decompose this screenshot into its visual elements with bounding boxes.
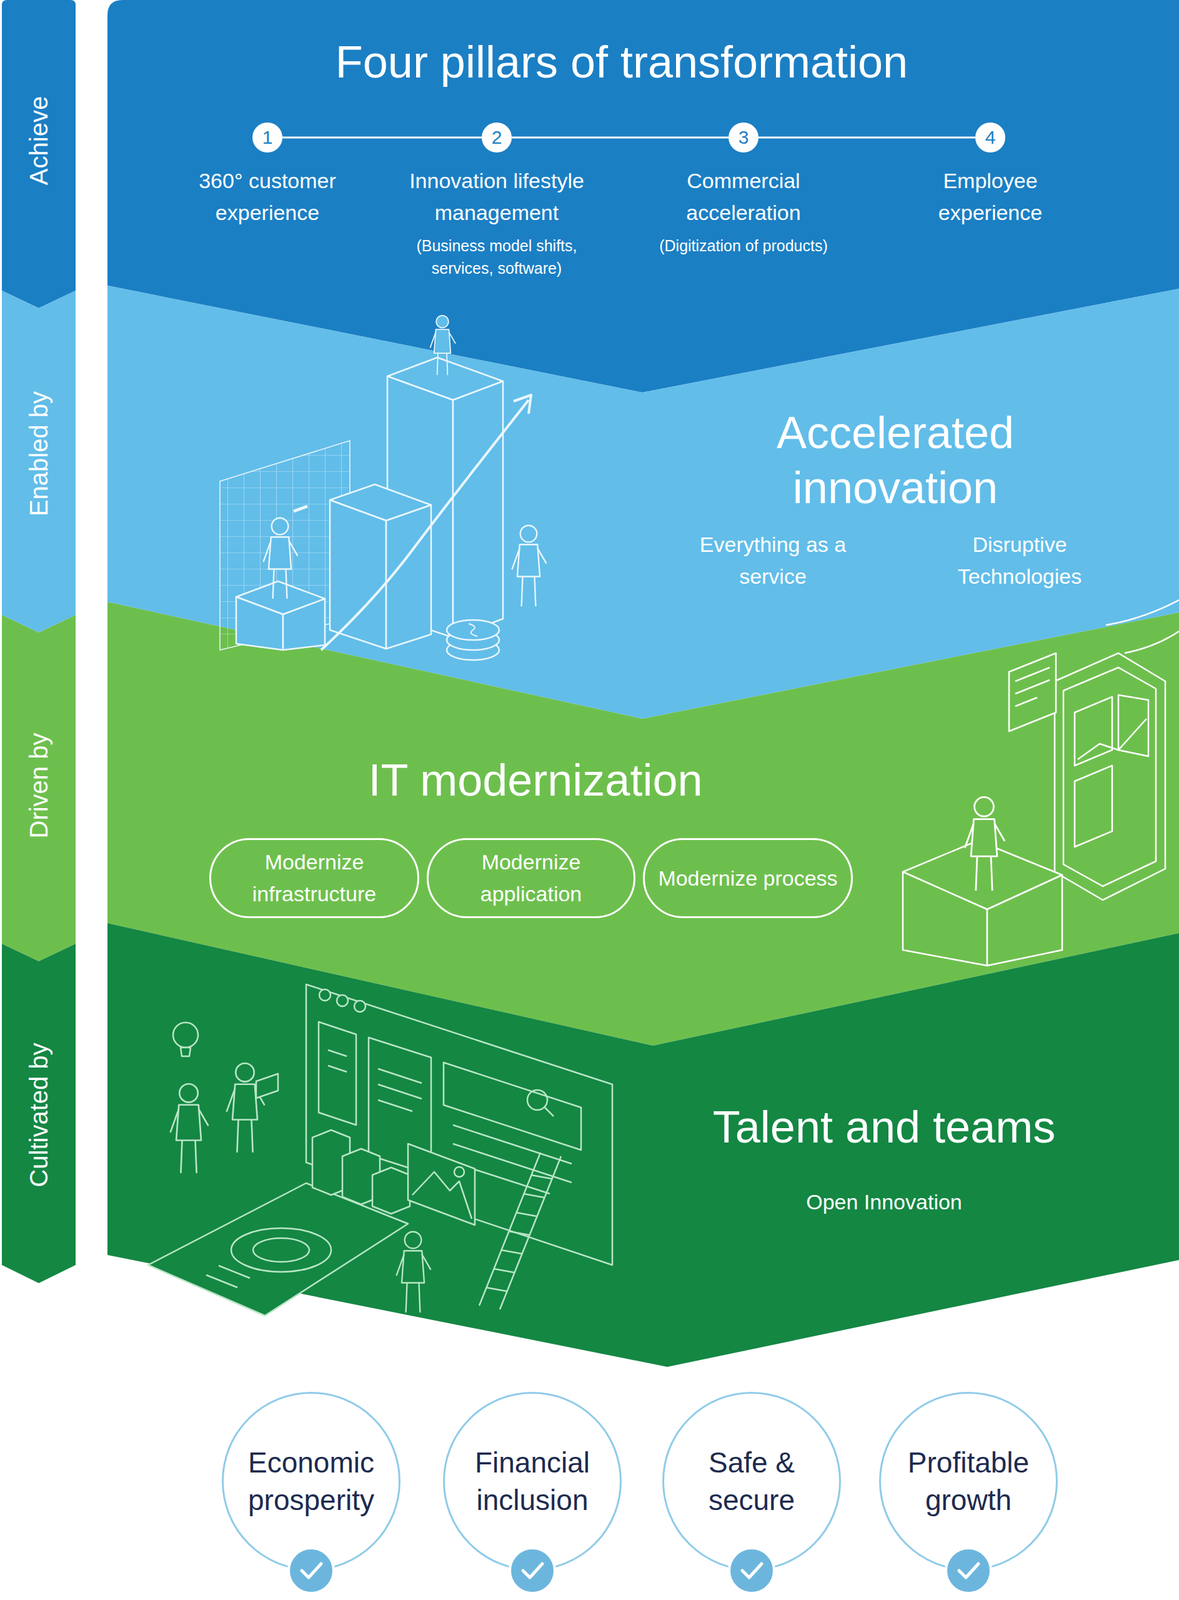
pillar-number: 3 [738, 126, 750, 149]
outcome-label: Financial inclusion [454, 1443, 611, 1519]
outcome-label: Safe & secure [673, 1443, 830, 1519]
check-badges [288, 1547, 991, 1593]
pillar-note: (Business model shifts, services, softwa… [384, 234, 610, 280]
band-heading: Accelerated innovation [676, 404, 1115, 515]
device-illustration [902, 599, 1179, 966]
band-fill [1, 0, 76, 309]
pillar-number: 4 [985, 126, 996, 149]
band-fill [1, 943, 76, 1283]
outcome-label: Economic prosperity [233, 1443, 390, 1519]
stage-label: Enabled by [23, 391, 54, 517]
band-shape [107, 601, 1179, 1046]
pillar-label: Innovation lifestyle management [384, 164, 610, 229]
pillar-number: 2 [491, 126, 503, 149]
modernize-pill: Modernize application [426, 837, 636, 918]
stage-ribbon: Enabled by [1, 290, 76, 633]
band-subtext: Everything as a service [679, 528, 867, 593]
outcome-circle: Financial inclusion [442, 1391, 622, 1571]
pillar-label: Commercial acceleration [649, 164, 838, 229]
modernize-pill: Modernize infrastructure [209, 837, 420, 918]
band-fill [1, 614, 76, 961]
pillar-marker: 4Employee experience [975, 122, 1006, 153]
pillar-marker: 2Innovation lifestyle management(Busines… [481, 122, 512, 153]
band-heading: IT modernization [223, 752, 848, 808]
modernize-pill: Modernize process [642, 837, 853, 918]
band-fill [1, 290, 76, 633]
outcome-label: Profitable growth [890, 1443, 1047, 1519]
layer-band: Four pillars of transformation1360° cust… [107, 0, 1179, 393]
pillar-marker: 3Commercial acceleration(Digitization of… [728, 122, 759, 153]
outcome-circle: Economic prosperity [221, 1391, 401, 1571]
pill-label: Modernize application [428, 845, 634, 910]
pillar-marker: 1360° customer experience [252, 122, 283, 153]
band-heading: Talent and teams [571, 1099, 1179, 1155]
pillar-note: (Digitization of products) [606, 234, 881, 257]
band-subtext: Disruptive Technologies [925, 528, 1114, 593]
stage-label: Cultivated by [23, 1042, 54, 1187]
pill-label: Modernize process [645, 862, 850, 895]
growth-illustration [219, 315, 547, 660]
band-shape [107, 285, 1179, 719]
pill-label: Modernize infrastructure [211, 845, 418, 910]
band-subtext: Open Innovation [727, 1185, 1041, 1218]
stage-label: Achieve [23, 96, 54, 185]
stage-label: Driven by [23, 732, 54, 839]
layer-band: IT modernizationModernize infrastructure… [107, 601, 1179, 1046]
outcome-circle: Safe & secure [662, 1391, 841, 1571]
layer-band: Talent and teamsOpen Innovation [107, 922, 1179, 1367]
stage-ribbon: Driven by [1, 614, 76, 961]
pillar-number: 1 [262, 126, 274, 149]
band-heading: Four pillars of transformation [215, 34, 1028, 90]
outcome-circle: Profitable growth [879, 1391, 1058, 1571]
pillar-label: Employee experience [902, 164, 1078, 229]
stage-ribbon: Cultivated by [1, 943, 76, 1283]
layer-band: Accelerated innovationEverything as a se… [107, 285, 1179, 719]
pillar-label: 360° customer experience [173, 164, 362, 229]
workspace-illustration [148, 984, 613, 1316]
stage-ribbon: Achieve [1, 0, 76, 309]
